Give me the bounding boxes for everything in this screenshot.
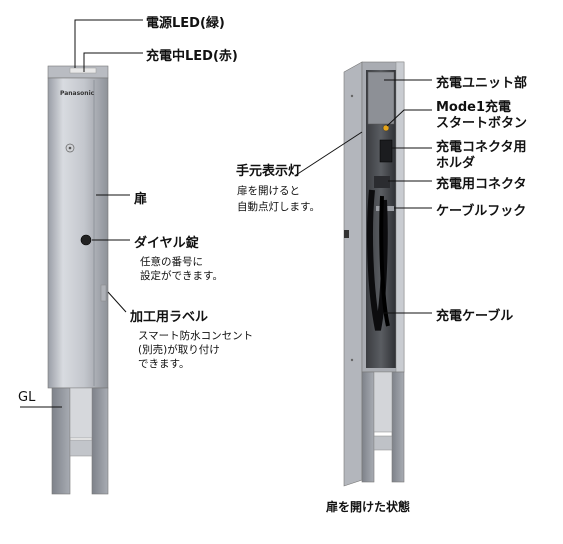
callout-door: 扉 [134, 192, 148, 207]
led-window [69, 67, 97, 74]
connector-holder [379, 139, 393, 163]
dial-lock-note-line2: 設定ができます。 [140, 270, 223, 282]
callout-mode1-line1: Mode1充電 [436, 100, 512, 115]
open-left-leg [361, 371, 375, 483]
closed-charger-unit [47, 65, 109, 495]
right-leg [91, 387, 109, 495]
door-latch [344, 230, 349, 238]
callout-mode1-line2: スタートボタン [436, 116, 528, 131]
pillar-body [47, 77, 109, 389]
callout-charging-unit: 充電ユニット部 [436, 76, 528, 91]
charging-connector [374, 176, 390, 188]
open-base-bracket [373, 435, 393, 451]
open-state-caption: 扉を開けた状態 [326, 500, 411, 514]
open-door [343, 61, 363, 487]
left-leg [51, 387, 71, 495]
label-area [100, 284, 107, 302]
callout-connector: 充電用コネクタ [436, 177, 527, 192]
callout-label-area: 加工用ラベル [130, 310, 209, 325]
label-area-note-line3: できます。 [138, 358, 190, 370]
hand-light-note-line2: 自動点灯します。 [237, 201, 320, 213]
side-panel [395, 61, 405, 373]
inner-leg-panel [69, 387, 93, 439]
callout-holder-line1: 充電コネクタ用 [436, 140, 527, 155]
charging-cable [367, 189, 388, 331]
dial-lock-knob [80, 234, 92, 246]
open-right-leg [391, 371, 405, 483]
mode1-start-button [382, 124, 390, 132]
hand-light-note-line1: 扉を開けると [237, 185, 300, 197]
callout-holder-line2: ホルダ [436, 156, 476, 171]
open-inner-leg-panel [373, 371, 393, 433]
charging-unit-box [367, 71, 395, 125]
callout-charging-cable: 充電ケーブル [436, 309, 514, 324]
open-charger-unit [343, 61, 405, 487]
dial-lock-note-line1: 任意の番号に [140, 256, 203, 268]
label-area-note-line2: (別売)が取り付け [138, 344, 220, 356]
callout-hand-light: 手元表示灯 [236, 164, 302, 179]
base-bracket [69, 439, 93, 457]
label-area-note-line1: スマート防水コンセント [138, 330, 254, 342]
leader-lines-right [295, 79, 432, 314]
callout-charging-led: 充電中LED(赤) [146, 49, 238, 64]
callout-power-led: 電源LED(緑) [146, 16, 225, 31]
callout-ground-level: GL [18, 390, 36, 405]
brand-logo: Panasonic [60, 90, 95, 97]
callout-cable-hook: ケーブルフック [436, 204, 527, 219]
callout-dial-lock: ダイヤル錠 [134, 236, 199, 251]
leader-lines-left [20, 19, 143, 408]
